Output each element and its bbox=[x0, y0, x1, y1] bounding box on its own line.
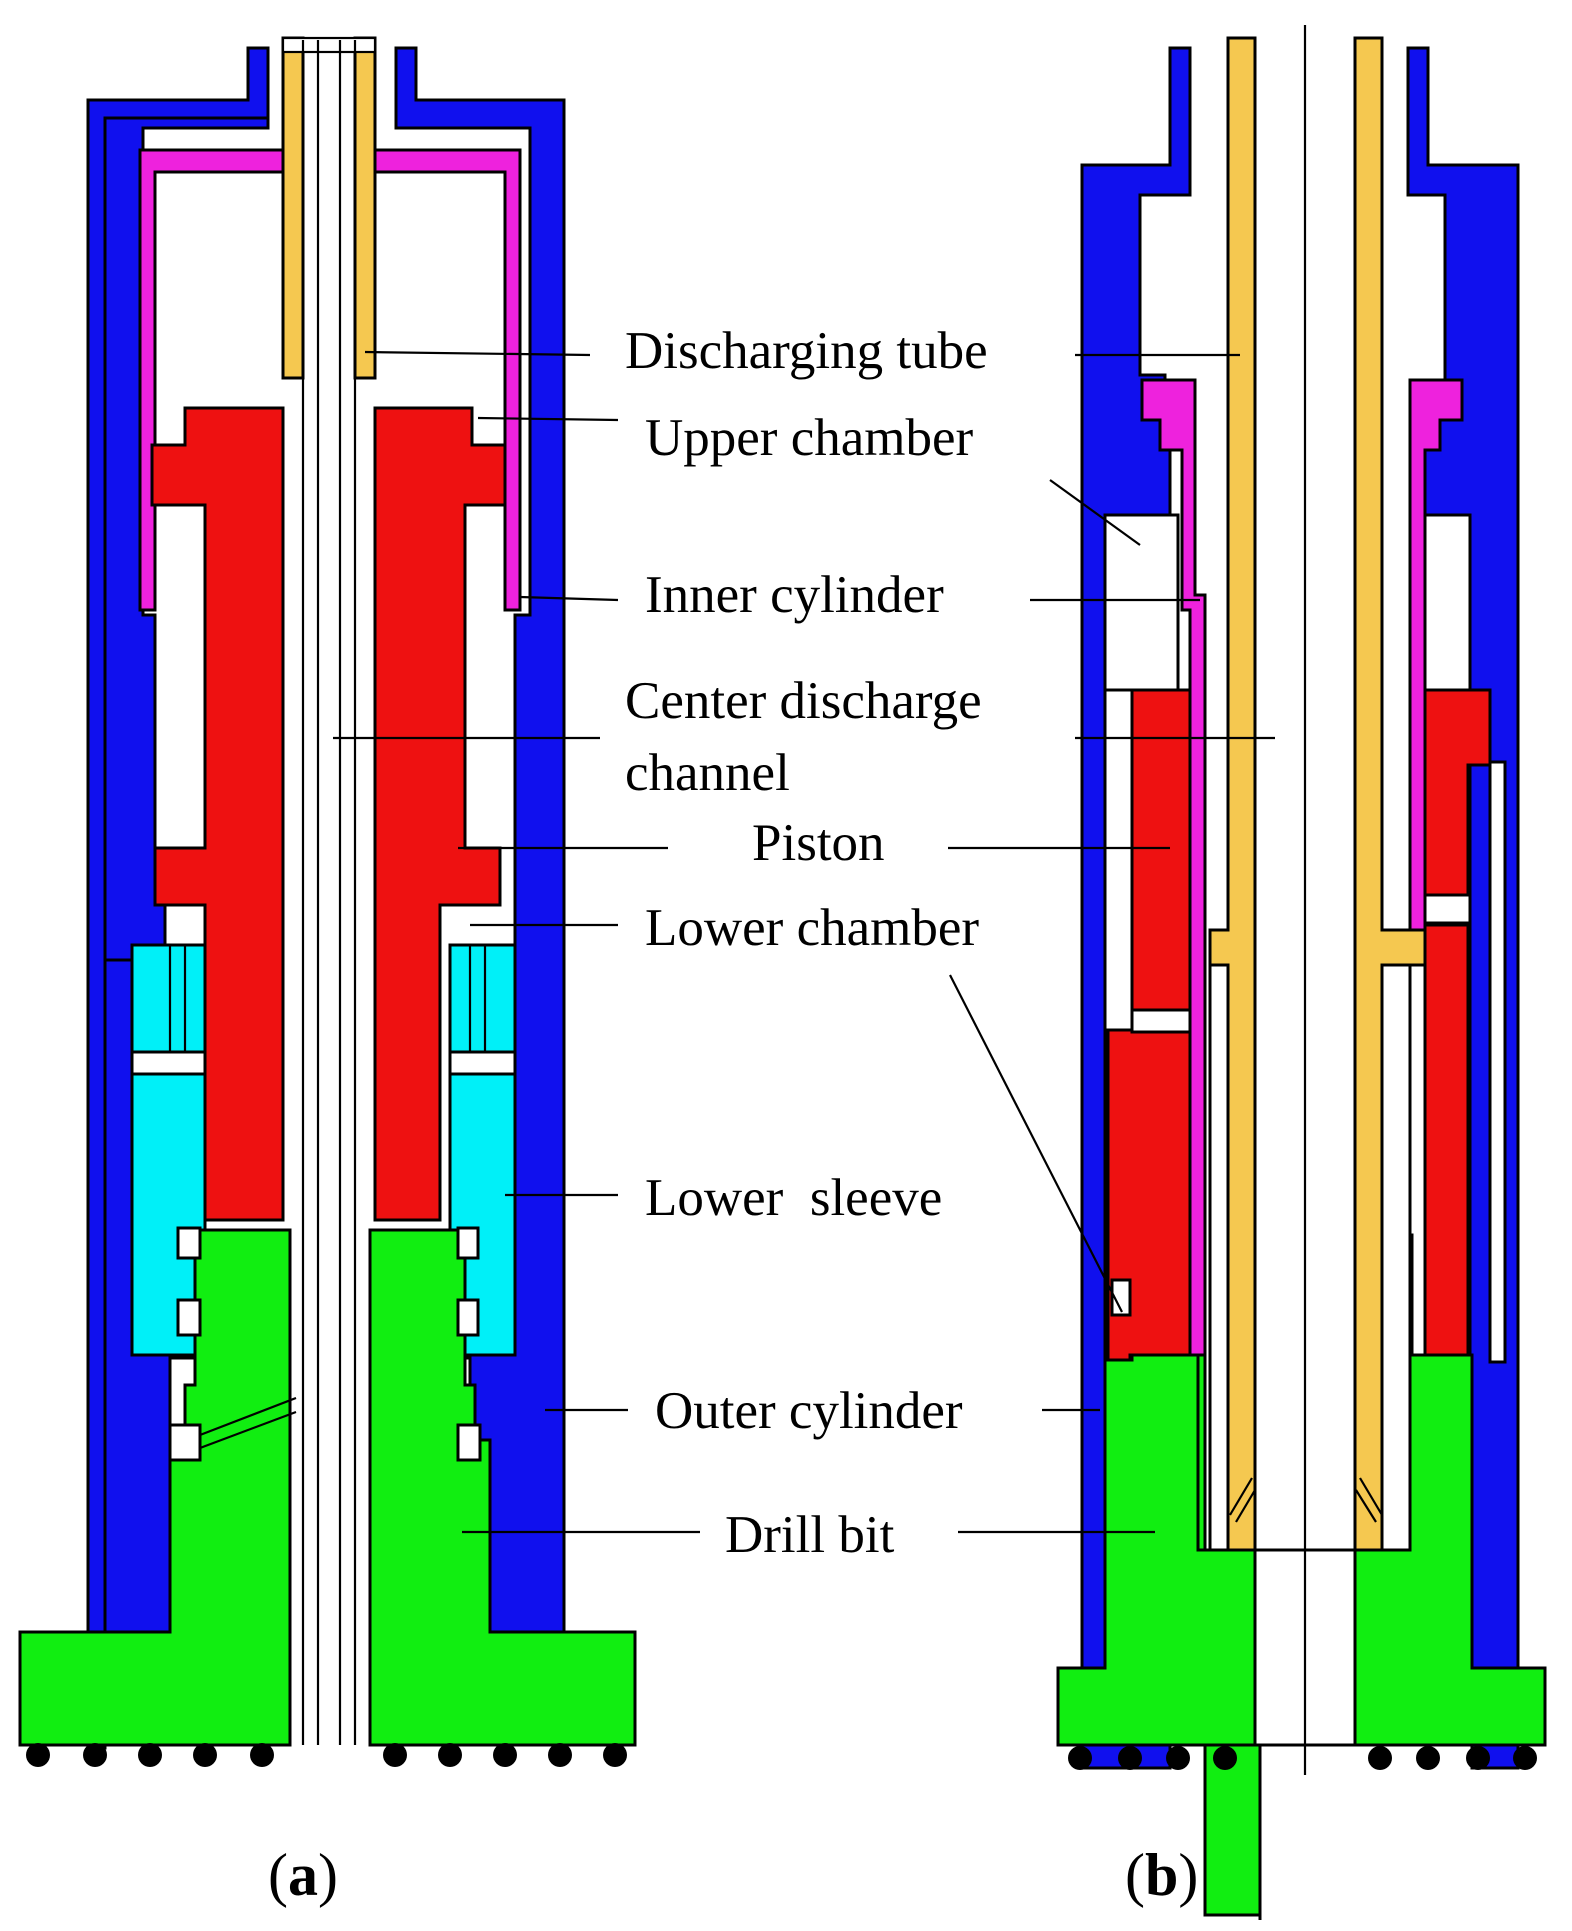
panel-a-piston bbox=[150, 406, 507, 1222]
panel-label-a: (a) bbox=[268, 1842, 338, 1908]
label-center-discharge-line1: Center discharge bbox=[625, 672, 982, 730]
leader-lines bbox=[333, 350, 1275, 1534]
label-piston: Piston bbox=[752, 814, 885, 872]
label-upper-chamber: Upper chamber bbox=[645, 409, 973, 467]
label-lower-chamber: Lower chamber bbox=[645, 899, 979, 957]
label-discharging-tube: Discharging tube bbox=[625, 322, 988, 380]
panel-a-drawing bbox=[18, 36, 637, 1767]
panel-a-discharging-tube bbox=[281, 36, 377, 380]
label-drill-bit: Drill bit bbox=[725, 1506, 895, 1564]
panel-a-center-channel bbox=[281, 36, 377, 1745]
panel-label-b: (b) bbox=[1125, 1842, 1198, 1908]
label-lower-sleeve: Lower sleeve bbox=[645, 1169, 942, 1227]
panel-a-bit-teeth bbox=[26, 1743, 627, 1767]
panel-b-drawing bbox=[1056, 25, 1547, 1920]
panel-b-bit-teeth bbox=[1068, 1746, 1537, 1770]
label-inner-cylinder: Inner cylinder bbox=[645, 566, 944, 624]
label-outer-cylinder: Outer cylinder bbox=[655, 1382, 963, 1440]
panel-b-drill-bit bbox=[1056, 1353, 1547, 1920]
panel-b-center-channel bbox=[1253, 25, 1357, 1775]
label-center-discharge-line2: channel bbox=[625, 744, 790, 802]
component-labels: Discharging tube Upper chamber Inner cyl… bbox=[625, 322, 988, 1564]
